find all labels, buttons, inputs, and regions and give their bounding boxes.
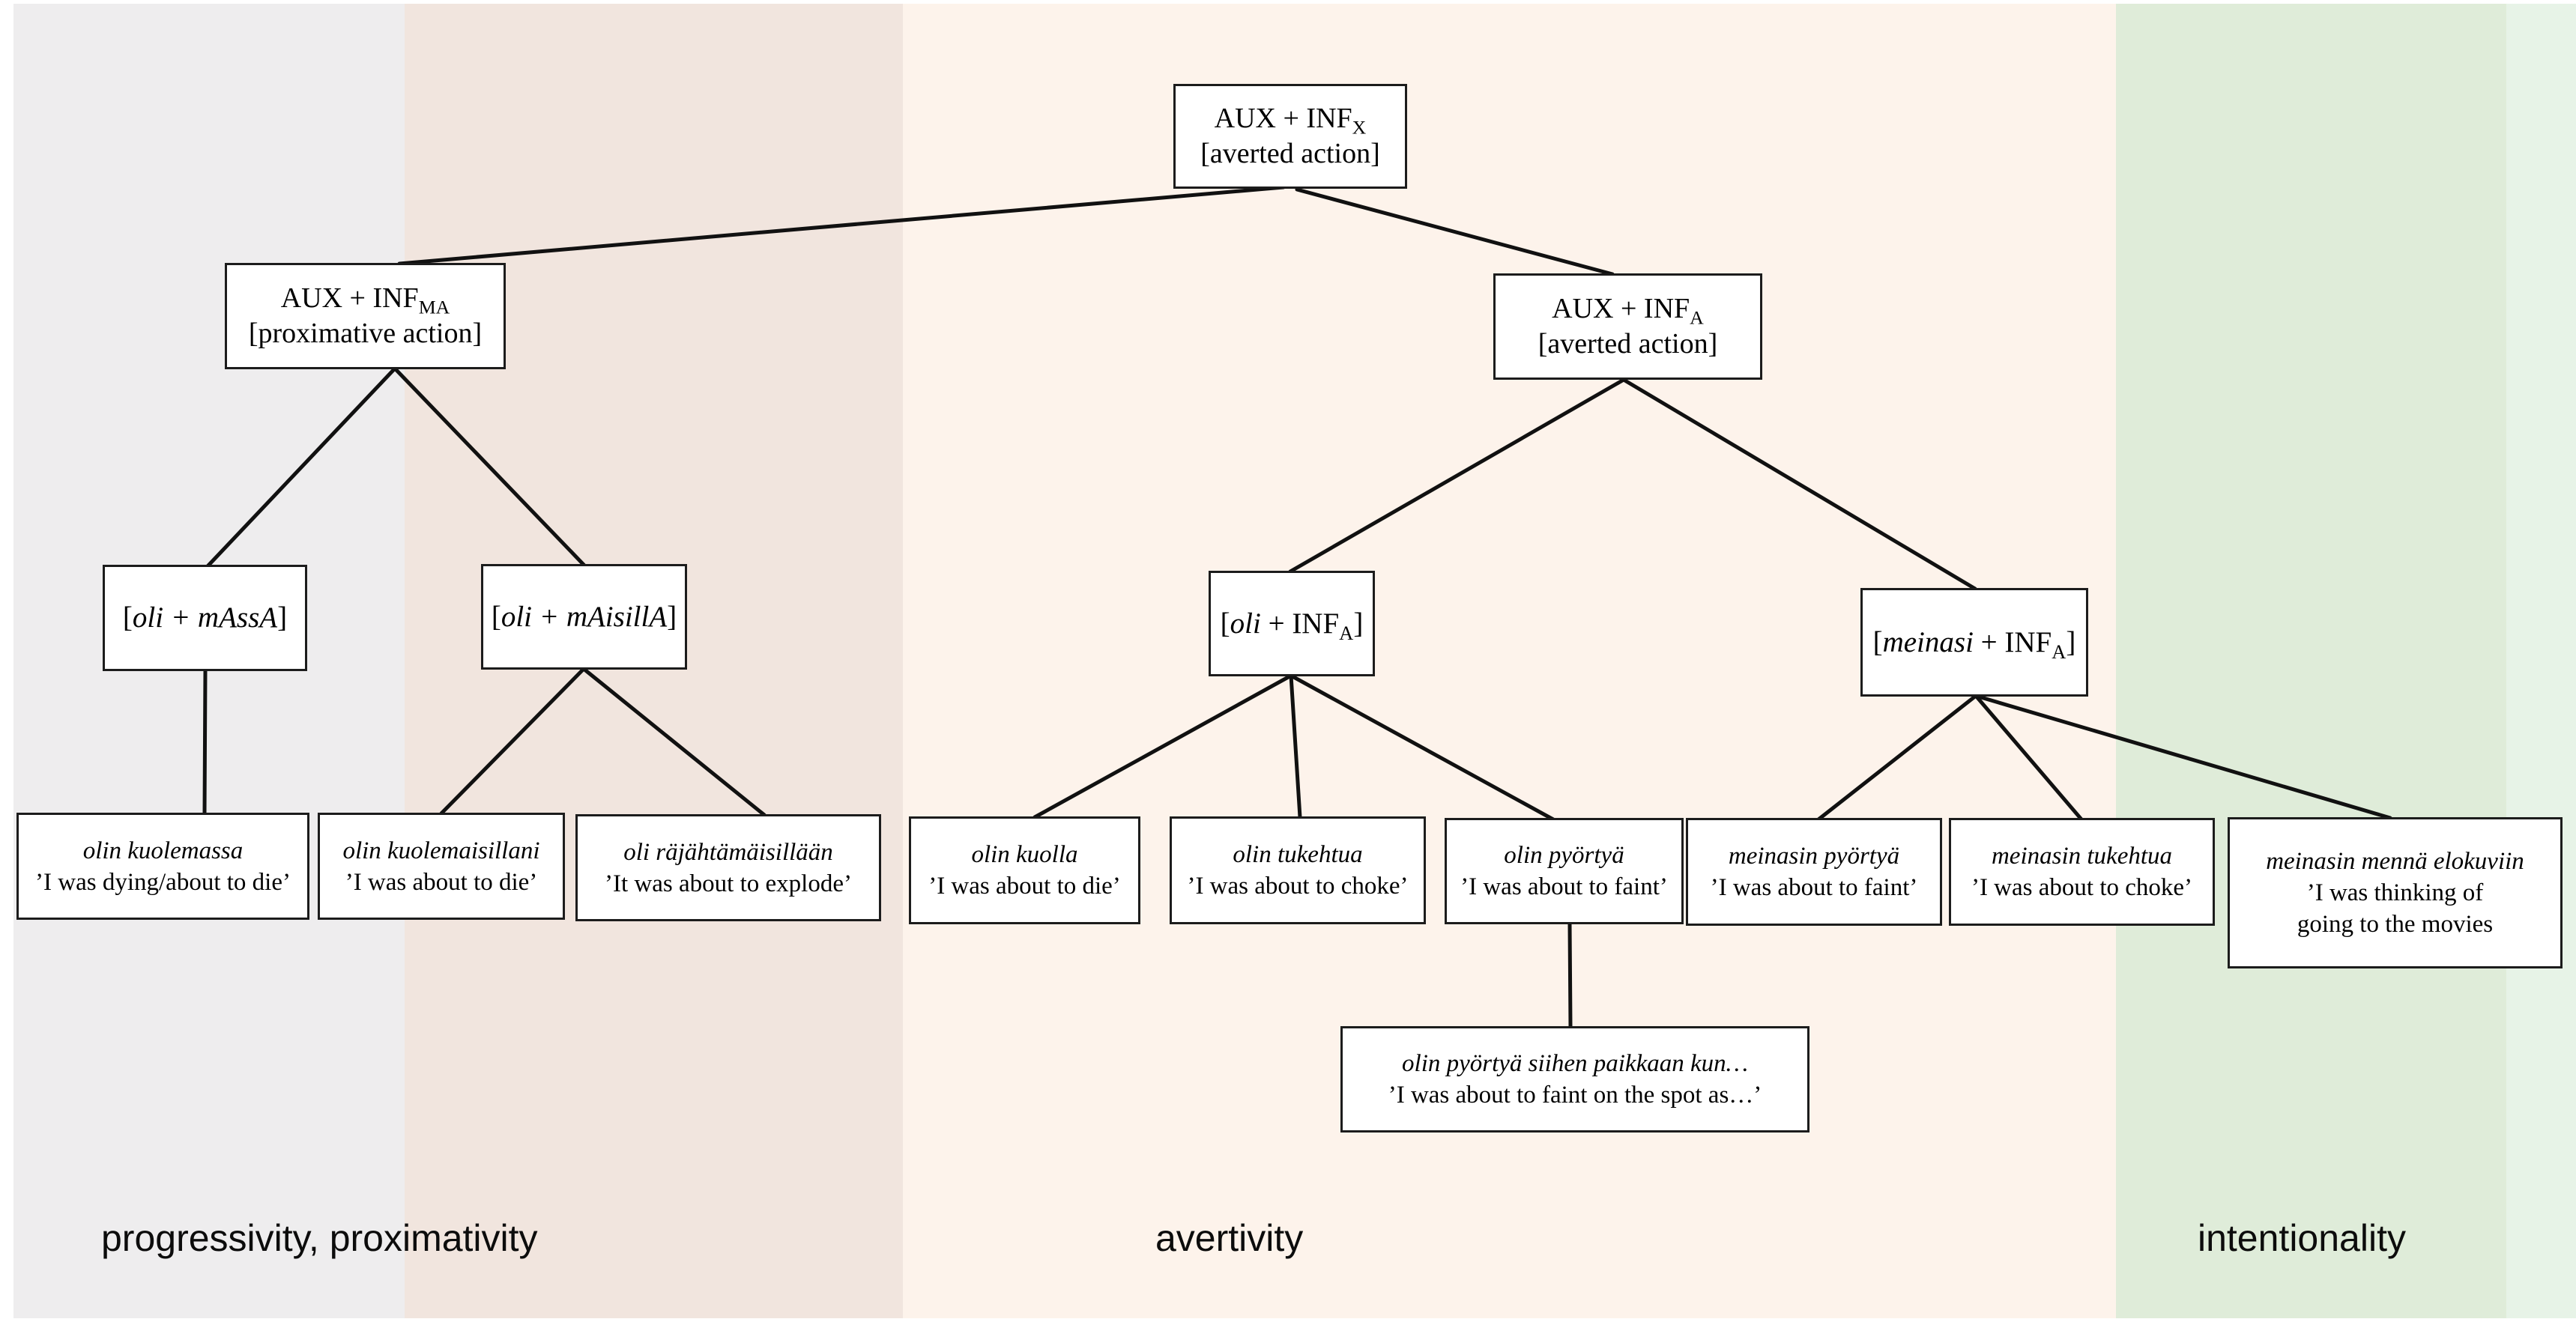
edge-root-avert bbox=[1295, 187, 1615, 276]
edge-prox-massa bbox=[205, 366, 397, 568]
node-feature: [averted action] bbox=[1538, 328, 1718, 360]
example-gloss: ’I was dying/about to die’ bbox=[35, 868, 291, 896]
construction-formula: [oli + mAssA] bbox=[122, 601, 288, 634]
node-aux-inf-x: AUX + INFX [averted action] bbox=[1173, 84, 1407, 189]
leaf-olin-tukehtua: olin tukehtua ’I was about to choke’ bbox=[1170, 816, 1426, 924]
leaf-meinasin-pyortya: meinasin pyörtyä ’I was about to faint’ bbox=[1686, 818, 1942, 926]
node-oli-inf-a: [oli + INFA] bbox=[1209, 571, 1375, 676]
edge-root-prox bbox=[397, 185, 1286, 266]
edge-avert-oliinf bbox=[1288, 378, 1626, 574]
example-finnish: meinasin tukehtua bbox=[1991, 843, 2173, 870]
example-finnish: meinasin mennä elokuviin bbox=[2266, 848, 2524, 875]
leaf-olin-kuolla: olin kuolla ’I was about to die’ bbox=[909, 816, 1140, 924]
edge-oliinf-pyortya bbox=[1289, 673, 1555, 822]
example-gloss: going to the movies bbox=[2297, 911, 2494, 938]
example-finnish: olin pyörtyä bbox=[1504, 842, 1624, 869]
example-gloss: ’I was about to faint’ bbox=[1460, 873, 1668, 900]
edge-meinasi-menna bbox=[1974, 694, 2392, 820]
node-aux-inf-ma: AUX + INFMA [proximative action] bbox=[225, 263, 506, 369]
node-feature: [averted action] bbox=[1200, 138, 1380, 169]
node-aux-inf-a: AUX + INFA [averted action] bbox=[1493, 273, 1762, 380]
example-finnish: olin kuolemaisillani bbox=[342, 837, 540, 864]
edge-oliinf-tukehtua bbox=[1289, 673, 1302, 819]
band-intentionality bbox=[2116, 4, 2506, 1318]
leaf-olin-pyortya: olin pyörtyä ’I was about to faint’ bbox=[1445, 818, 1684, 924]
node-oli-massa: [oli + mAssA] bbox=[103, 565, 307, 671]
band-intentionality-edge bbox=[2506, 4, 2576, 1318]
example-finnish: meinasin pyörtyä bbox=[1728, 843, 1900, 870]
example-gloss: ’It was about to explode’ bbox=[605, 870, 852, 897]
leaf-olin-pyortya-siihen-paikkaan: olin pyörtyä siihen paikkaan kun… ’I was… bbox=[1340, 1026, 1809, 1133]
edge-prox-maisilla bbox=[393, 366, 587, 568]
node-oli-maisilla: [oli + mAisillA] bbox=[481, 564, 687, 670]
node-feature: [proximative action] bbox=[248, 318, 483, 349]
example-finnish: olin kuolemassa bbox=[82, 837, 244, 864]
edge-meinasi-tukehtua bbox=[1974, 694, 2084, 822]
construction-formula: [oli + mAisillA] bbox=[491, 600, 677, 633]
example-finnish: olin pyörtyä siihen paikkaan kun… bbox=[1402, 1050, 1748, 1077]
node-formula: AUX + INFX bbox=[1214, 103, 1367, 139]
leaf-meinasin-menna-elokuviin: meinasin mennä elokuviin ’I was thinking… bbox=[2228, 817, 2563, 968]
leaf-oli-rajahtamaisillaan: oli räjähtämäisillään ’It was about to e… bbox=[575, 814, 881, 921]
example-finnish: olin tukehtua bbox=[1233, 841, 1363, 868]
edge-maisilla-kuolemaisillani bbox=[439, 667, 586, 816]
region-label-progressivity-proximativity: progressivity, proximativity bbox=[101, 1217, 538, 1259]
example-gloss: ’I was about to die’ bbox=[928, 873, 1121, 900]
node-meinasi-inf-a: [meinasi + INFA] bbox=[1860, 588, 2088, 697]
leaf-olin-kuolemassa: olin kuolemassa ’I was dying/about to di… bbox=[16, 813, 309, 920]
example-gloss: ’I was about to faint on the spot as…’ bbox=[1388, 1082, 1762, 1109]
edge-oliinf-kuolla bbox=[1032, 673, 1293, 819]
region-label-avertivity: avertivity bbox=[1155, 1217, 1304, 1259]
node-formula: AUX + INFMA bbox=[280, 282, 450, 318]
node-formula: AUX + INFA bbox=[1552, 293, 1704, 329]
example-gloss: ’I was about to faint’ bbox=[1710, 874, 1918, 901]
leaf-meinasin-tukehtua: meinasin tukehtua ’I was about to choke’ bbox=[1949, 818, 2215, 926]
example-gloss: ’I was about to choke’ bbox=[1971, 874, 2193, 901]
region-label-intentionality: intentionality bbox=[2198, 1217, 2406, 1259]
example-finnish: oli räjähtämäisillään bbox=[623, 838, 833, 866]
example-finnish: olin kuolla bbox=[971, 841, 1078, 868]
construction-formula: [meinasi + INFA] bbox=[1872, 625, 2076, 663]
leaf-olin-kuolemaisillani: olin kuolemaisillani ’I was about to die… bbox=[318, 813, 565, 920]
edge-maisilla-rajahtamaisillaan bbox=[581, 667, 767, 817]
edge-meinasi-pyortya bbox=[1816, 694, 1978, 822]
example-gloss: ’I was about to die’ bbox=[345, 868, 538, 896]
construction-formula: [oli + INFA] bbox=[1220, 607, 1364, 644]
edge-avert-meinasi bbox=[1621, 378, 1977, 591]
example-gloss: ’I was thinking of bbox=[2306, 879, 2484, 906]
example-gloss: ’I was about to choke’ bbox=[1187, 873, 1409, 900]
